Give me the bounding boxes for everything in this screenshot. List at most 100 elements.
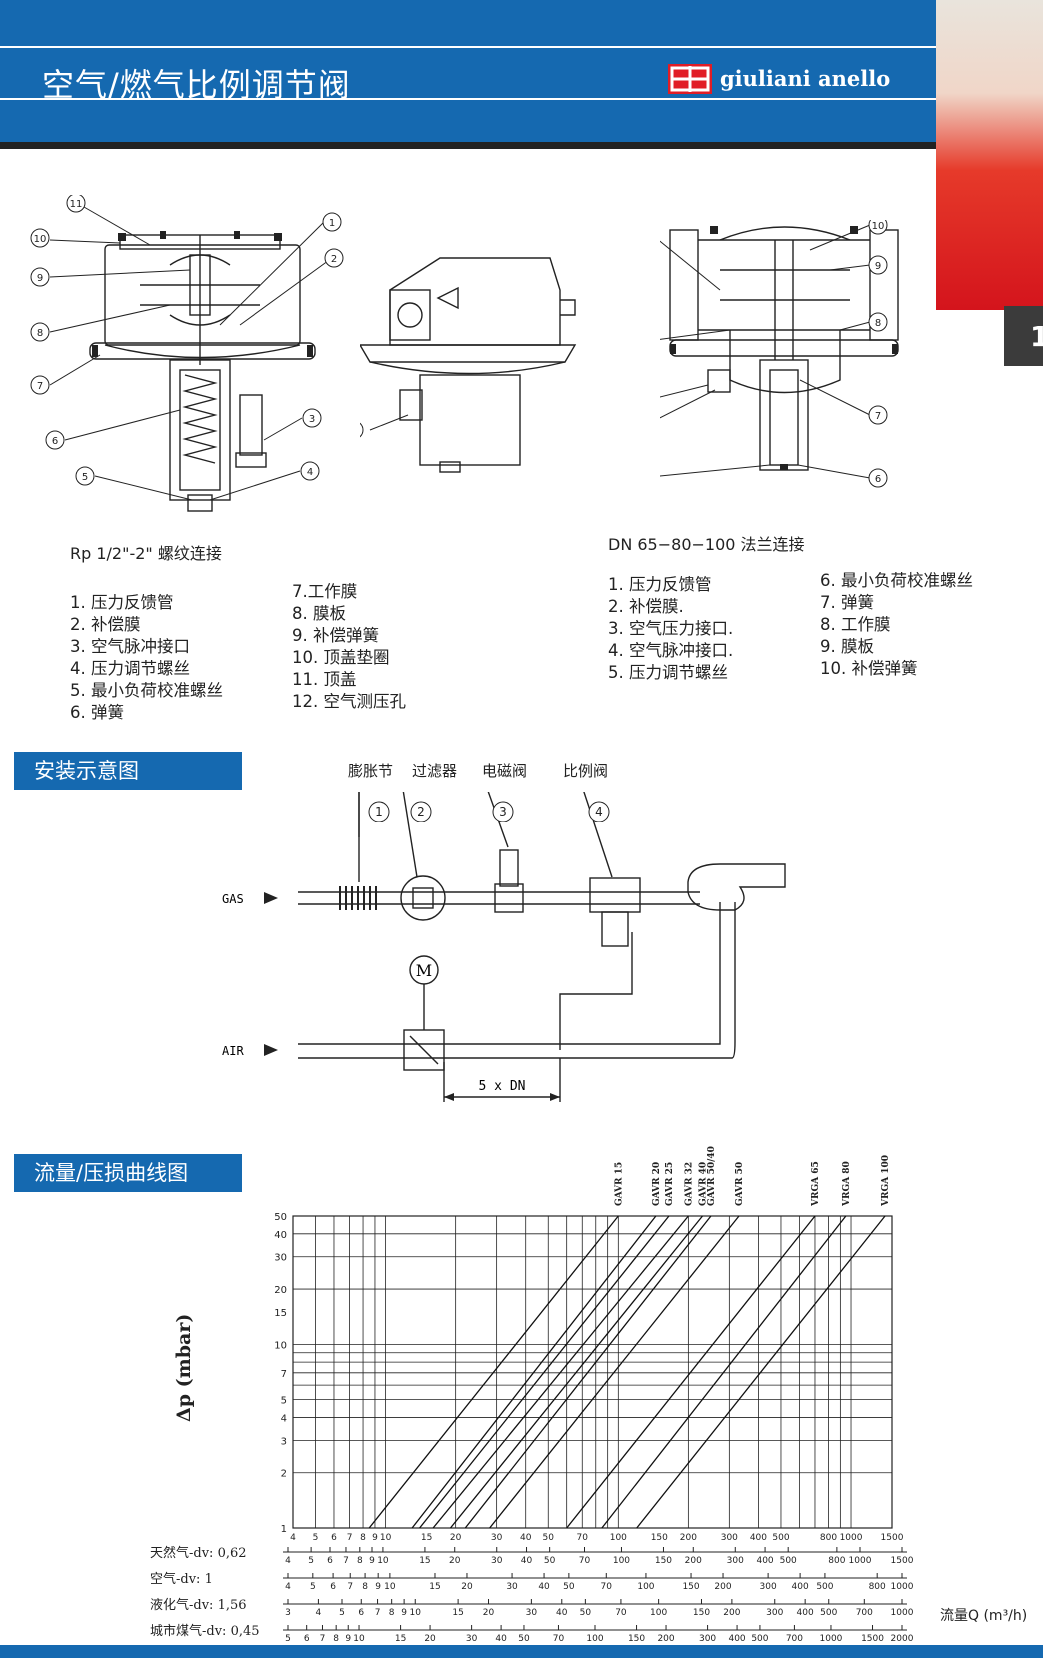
gas-scale-tick-label: 6 bbox=[330, 1582, 336, 1592]
installation-schematic: M GAS AIR 5 x DN bbox=[222, 792, 786, 1102]
threaded-valve-section-drawing: 11 10 9 8 7 6 5 4 3 2 1 bbox=[30, 195, 344, 512]
x-tick-label: 1500 bbox=[881, 1533, 904, 1543]
x-tick-label: 1000 bbox=[840, 1533, 863, 1543]
x-tick-label: 15 bbox=[421, 1533, 432, 1543]
part-item: 5. 最小负荷校准螺丝 bbox=[70, 681, 223, 700]
gas-scale-tick-label: 20 bbox=[461, 1582, 473, 1592]
gas-scale-tick-label: 8 bbox=[362, 1582, 368, 1592]
label-expansion-joint: 膨胀节 bbox=[348, 762, 394, 780]
y-tick-label: 5 bbox=[281, 1396, 287, 1407]
callout-3: 3 bbox=[309, 414, 315, 425]
y-tick-label: 7 bbox=[281, 1369, 287, 1380]
gas-scale-tick-label: 40 bbox=[521, 1556, 533, 1566]
series-label: GAVR 25 bbox=[665, 1162, 675, 1206]
x-tick-label: 30 bbox=[491, 1533, 503, 1543]
gas-scale-tick-label: 200 bbox=[657, 1634, 674, 1644]
x-tick-label: 800 bbox=[820, 1533, 837, 1543]
install-section-title: 安装示意图 bbox=[14, 752, 242, 790]
gas-scale-tick-label: 200 bbox=[723, 1608, 740, 1618]
part-item: 5. 压力调节螺丝 bbox=[608, 663, 728, 682]
x-tick-label: 20 bbox=[450, 1533, 462, 1543]
right-parts-list-1: 1. 压力反馈管 2. 补偿膜. 3. 空气压力接口. 4. 空气脉冲接口. 5… bbox=[608, 574, 733, 684]
gas-scale-label: 天然气-dv: 0,62 bbox=[150, 1545, 247, 1561]
gas-scale-tick-label: 100 bbox=[637, 1582, 654, 1592]
series-line bbox=[489, 1215, 740, 1529]
callout-6: 6 bbox=[52, 436, 58, 447]
callout-5: 5 bbox=[82, 472, 88, 483]
gas-scale-tick-label: 6 bbox=[327, 1556, 333, 1566]
brand-logo: giuliani anello bbox=[668, 62, 928, 96]
x-tick-label: 7 bbox=[347, 1533, 353, 1543]
series-label: GAVR 40 bbox=[698, 1162, 708, 1206]
gas-scale-tick-label: 5 bbox=[310, 1582, 316, 1592]
callout-8: 8 bbox=[37, 328, 43, 339]
gas-scale-tick-label: 70 bbox=[601, 1582, 613, 1592]
y-tick-label: 15 bbox=[274, 1308, 287, 1319]
part-item: 10. 顶盖垫圈 bbox=[292, 648, 390, 667]
x-tick-label: 9 bbox=[372, 1533, 378, 1543]
r-callout-8: 8 bbox=[875, 318, 881, 329]
gas-scale-tick-label: 300 bbox=[727, 1556, 744, 1566]
right-caption: DN 65−80−100 法兰连接 bbox=[608, 535, 805, 554]
header-rule-bottom bbox=[0, 98, 940, 100]
part-item: 3. 空气压力接口. bbox=[608, 619, 734, 638]
gas-label: GAS bbox=[222, 892, 244, 906]
install-callout-numbers: 1 2 3 4 bbox=[368, 801, 610, 822]
part-item: 9. 膜板 bbox=[820, 637, 874, 656]
air-label: AIR bbox=[222, 1044, 244, 1058]
header-rule-top bbox=[0, 46, 940, 48]
gas-scale-tick-label: 7 bbox=[375, 1608, 381, 1618]
gas-scale-tick-label: 8 bbox=[357, 1556, 363, 1566]
gas-scale-tick-label: 100 bbox=[613, 1556, 630, 1566]
y-tick-label: 3 bbox=[281, 1436, 287, 1447]
install-callout-3: 3 bbox=[499, 805, 507, 819]
x-tick-label: 500 bbox=[772, 1533, 789, 1543]
gas-scale-tick-label: 700 bbox=[786, 1634, 803, 1644]
gas-scale-tick-label: 5 bbox=[339, 1608, 345, 1618]
y-tick-label: 1 bbox=[281, 1524, 287, 1535]
gas-scale-tick-label: 500 bbox=[816, 1582, 833, 1592]
gas-scale-tick-label: 15 bbox=[395, 1634, 406, 1644]
x-tick-label: 70 bbox=[577, 1533, 589, 1543]
gas-scale-tick-label: 9 bbox=[345, 1634, 351, 1644]
series-line bbox=[449, 1215, 703, 1529]
series-line bbox=[411, 1215, 657, 1529]
gas-scale-tick-label: 400 bbox=[756, 1556, 773, 1566]
part-item: 4. 空气脉冲接口. bbox=[608, 641, 734, 660]
gas-scale-tick-label: 500 bbox=[780, 1556, 797, 1566]
part-item: 12. 空气测压孔 bbox=[292, 692, 406, 711]
gas-scale-tick-label: 50 bbox=[544, 1556, 556, 1566]
gas-scale-tick-label: 1000 bbox=[891, 1582, 914, 1592]
series-line bbox=[368, 1215, 619, 1529]
brand-name: giuliani anello bbox=[720, 66, 891, 91]
gas-scale-tick-label: 3 bbox=[285, 1608, 291, 1618]
gas-scale-tick-label: 10 bbox=[410, 1608, 422, 1618]
left-parts-list-1: 1. 压力反馈管 2. 补偿膜 3. 空气脉冲接口 4. 压力调节螺丝 5. 最… bbox=[70, 592, 223, 724]
gas-scale-tick-label: 400 bbox=[792, 1582, 809, 1592]
giuliani-anello-logo-icon bbox=[668, 64, 712, 94]
left-parts-list-2: 7.工作膜 8. 膜板 9. 补偿弹簧 10. 顶盖垫圈 11. 顶盖 12. … bbox=[292, 581, 406, 713]
gas-scale-tick-label: 7 bbox=[347, 1582, 353, 1592]
install-callout-4: 4 bbox=[595, 805, 603, 819]
series-line bbox=[601, 1215, 847, 1529]
gas-scale-tick-label: 7 bbox=[343, 1556, 349, 1566]
gas-scale-tick-label: 1500 bbox=[891, 1556, 914, 1566]
part-item: 6. 最小负荷校准螺丝 bbox=[820, 571, 973, 590]
series-label: GAVR 50/40 bbox=[707, 1146, 717, 1206]
gas-scale-tick-label: 1000 bbox=[891, 1608, 914, 1618]
valve-external-view-drawing: 12 bbox=[360, 257, 577, 473]
gas-scale-tick-label: 9 bbox=[369, 1556, 375, 1566]
gas-scale-tick-label: 100 bbox=[650, 1608, 667, 1618]
x-tick-label: 200 bbox=[680, 1533, 697, 1543]
x-tick-label: 100 bbox=[610, 1533, 627, 1543]
gas-scale-tick-label: 1500 bbox=[861, 1634, 884, 1644]
series-line bbox=[432, 1215, 689, 1529]
part-item: 10. 补偿弹簧 bbox=[820, 659, 918, 678]
callout-10: 10 bbox=[34, 234, 47, 245]
gas-scale-tick-label: 300 bbox=[766, 1608, 783, 1618]
gas-scale-tick-label: 50 bbox=[563, 1582, 575, 1592]
callout-1: 1 bbox=[329, 218, 335, 229]
series-label: VRGA 80 bbox=[842, 1161, 852, 1207]
series-label: GAVR 32 bbox=[684, 1162, 694, 1206]
gas-scale-tick-label: 10 bbox=[377, 1556, 389, 1566]
